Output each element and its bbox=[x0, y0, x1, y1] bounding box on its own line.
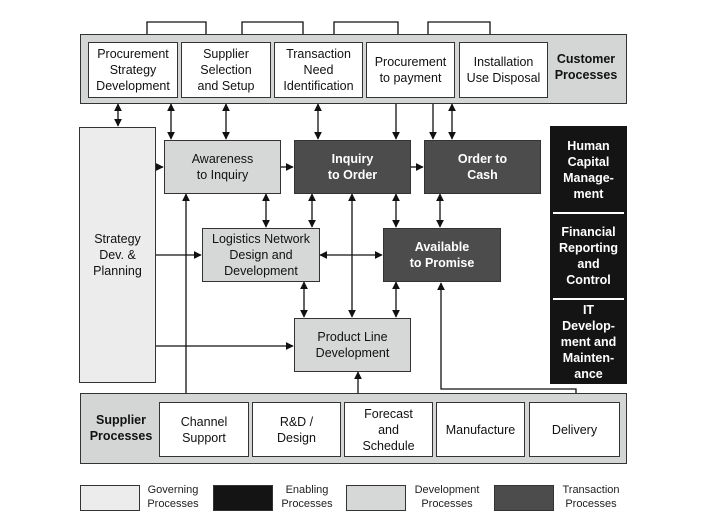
enabling-divider bbox=[553, 298, 624, 300]
enabling-divider bbox=[553, 212, 624, 214]
customer-processes-label: Customer Processes bbox=[554, 52, 618, 82]
legend-swatch-transaction bbox=[494, 485, 554, 511]
awareness-to-inquiry: Awareness to Inquiry bbox=[164, 140, 281, 194]
customer-box-installation: Installation Use Disposal bbox=[459, 42, 548, 98]
product-line-development: Product Line Development bbox=[294, 318, 411, 372]
customer-box-procurement-to-payment: Procurement to payment bbox=[366, 42, 455, 98]
human-capital-management: Human Capital Manage- ment bbox=[550, 128, 627, 211]
strategy-dev-planning: Strategy Dev. & Planning bbox=[79, 127, 156, 383]
supplier-processes-label: Supplier Processes bbox=[89, 413, 153, 443]
customer-box-transaction-need: Transaction Need Identification bbox=[274, 42, 363, 98]
legend-swatch-development bbox=[346, 485, 406, 511]
supplier-box-rd-design: R&D / Design bbox=[252, 402, 341, 457]
legend-swatch-enabling bbox=[213, 485, 273, 511]
supplier-box-manufacture: Manufacture bbox=[436, 402, 525, 457]
it-development-maintenance: IT Develop- ment and Mainten- ance bbox=[550, 300, 627, 384]
customer-box-procurement-strategy: Procurement Strategy Development bbox=[88, 42, 178, 98]
financial-reporting-control: Financial Reporting and Control bbox=[550, 214, 627, 297]
legend-label-transaction: Transaction Processes bbox=[562, 484, 620, 510]
legend-label-enabling: Enabling Processes bbox=[281, 484, 333, 510]
available-to-promise: Available to Promise bbox=[383, 228, 501, 282]
legend-swatch-governing bbox=[80, 485, 140, 511]
customer-box-supplier-selection: Supplier Selection and Setup bbox=[181, 42, 271, 98]
legend-label-governing: Governing Processes bbox=[147, 484, 199, 510]
supplier-box-forecast-schedule: Forecast and Schedule bbox=[344, 402, 433, 457]
supplier-box-delivery: Delivery bbox=[529, 402, 620, 457]
logistics-network-design: Logistics Network Design and Development bbox=[202, 228, 320, 282]
legend-label-development: Development Processes bbox=[414, 484, 480, 510]
order-to-cash: Order to Cash bbox=[424, 140, 541, 194]
supplier-box-channel-support: Channel Support bbox=[159, 402, 249, 457]
inquiry-to-order: Inquiry to Order bbox=[294, 140, 411, 194]
